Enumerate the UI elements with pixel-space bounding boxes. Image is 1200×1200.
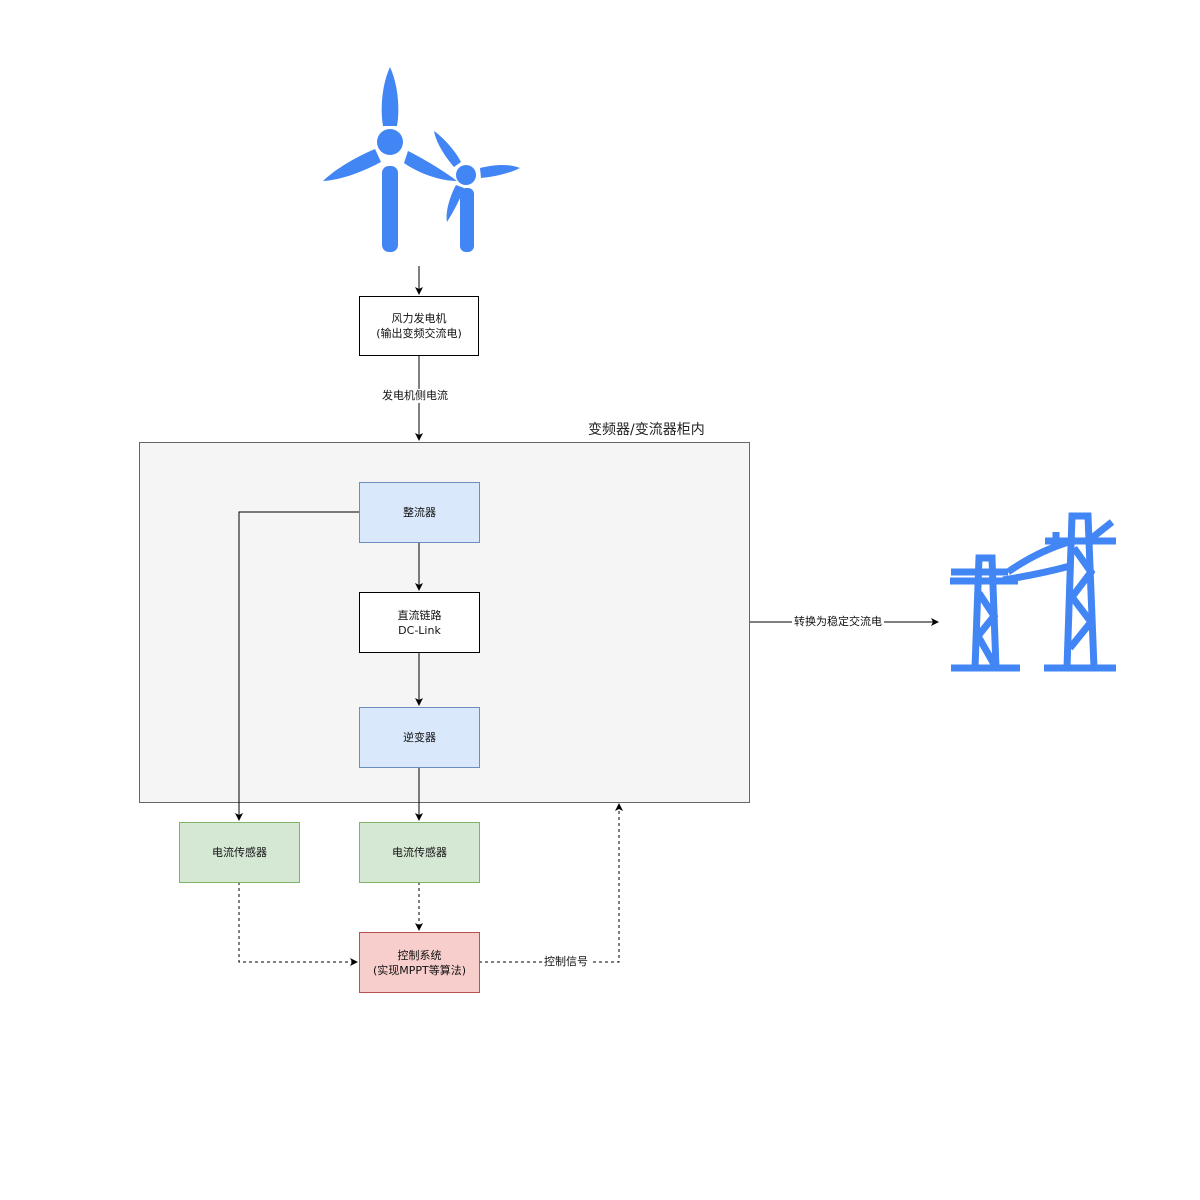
power-tower-icon (950, 512, 1116, 672)
control-system-title: 控制系统 (397, 948, 442, 962)
generator-node[interactable]: 风力发电机 (输出变频交流电) (359, 296, 479, 356)
current-sensor-left-title: 电流传感器 (212, 846, 267, 859)
edge-label-generator-current: 发电机侧电流 (380, 389, 450, 403)
generator-title: 风力发电机 (391, 312, 447, 325)
control-system-node[interactable]: 控制系统 (实现MPPT等算法) (359, 932, 480, 993)
dc-link-subtitle: DC-Link (398, 623, 441, 637)
dc-link-title: 直流链路 (397, 608, 442, 622)
current-sensor-left-node[interactable]: 电流传感器 (179, 822, 300, 883)
cabinet-title: 变频器/变流器柜内 (588, 422, 705, 438)
edge-label-to-grid: 转换为稳定交流电 (792, 615, 884, 629)
inverter-node[interactable]: 逆变器 (359, 707, 480, 768)
edge-label-control-signal: 控制信号 (542, 955, 590, 969)
current-sensor-right-title: 电流传感器 (392, 846, 447, 859)
inverter-title: 逆变器 (403, 731, 436, 744)
generator-subtitle: (输出变频交流电) (376, 327, 462, 340)
control-system-subtitle: (实现MPPT等算法) (372, 963, 467, 977)
rectifier-node[interactable]: 整流器 (359, 482, 480, 543)
current-sensor-right-node[interactable]: 电流传感器 (359, 822, 480, 883)
edge-control-cabinet (479, 803, 623, 963)
dc-link-node[interactable]: 直流链路 DC-Link (359, 592, 480, 653)
wind-turbine-icon (323, 67, 520, 252)
rectifier-title: 整流器 (403, 506, 436, 519)
edge-sensor-left-control (238, 882, 358, 966)
